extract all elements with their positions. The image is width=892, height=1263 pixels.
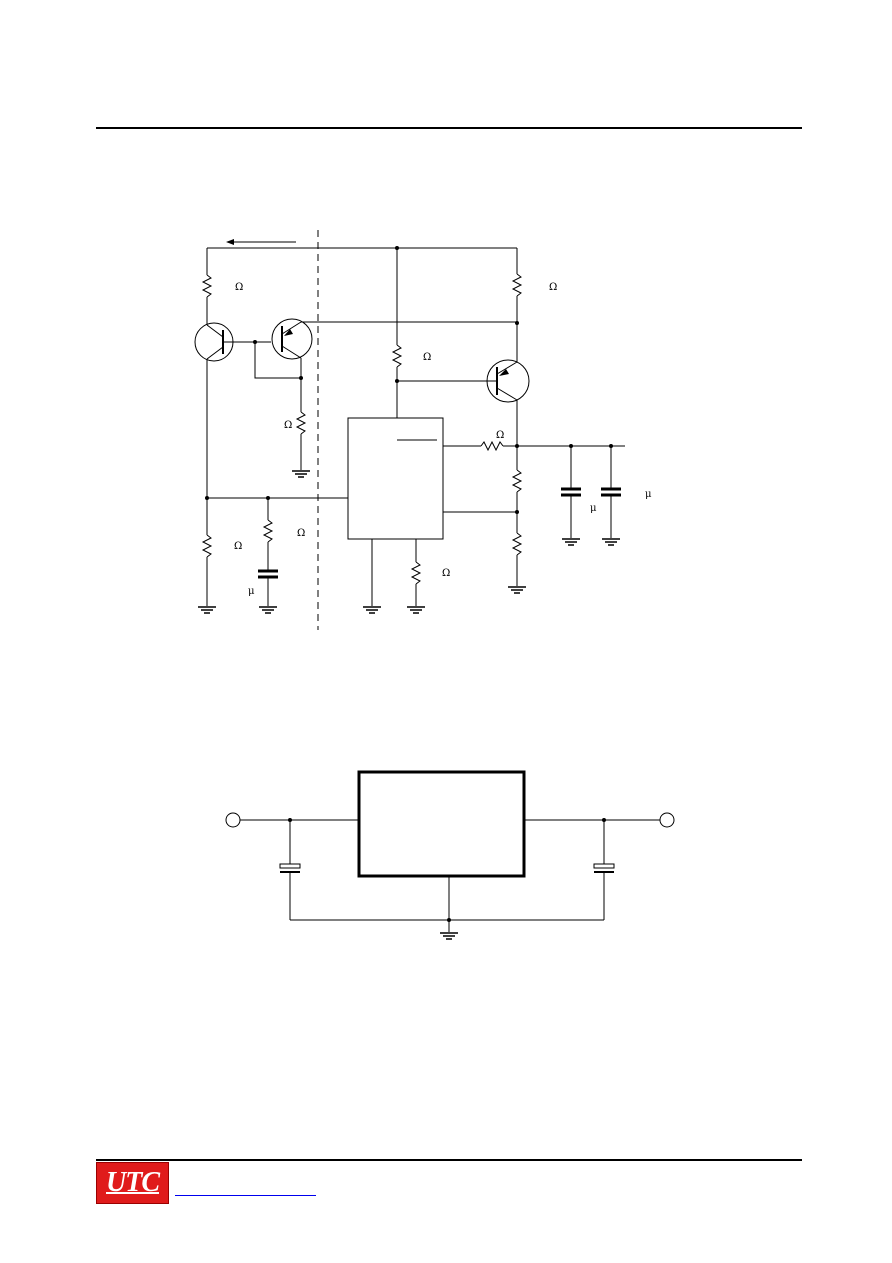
ohm-label: Ω — [284, 420, 292, 431]
ohm-label: Ω — [234, 541, 242, 552]
resistor-series-output — [480, 440, 504, 452]
utc-logo: UTC — [96, 1162, 169, 1204]
ohm-label: Ω — [235, 282, 243, 293]
ohm-label: Ω — [549, 282, 557, 293]
output-capacitor — [593, 863, 615, 869]
ohm-label: Ω — [496, 430, 504, 441]
resistor-ic-bottom — [410, 561, 422, 585]
resistor-r-top-right — [511, 273, 523, 297]
ic-block — [347, 417, 444, 540]
typical-application-diagram — [225, 770, 675, 940]
component-value-labels: Ω Ω Ω Ω Ω Ω Ω Ω μ μ μ — [234, 282, 652, 597]
resistor-q2-emitter — [295, 411, 307, 435]
input-terminal — [225, 812, 241, 828]
website-link[interactable] — [175, 1194, 316, 1196]
mu-label: μ — [645, 489, 652, 500]
resistor-mid — [391, 344, 403, 368]
resistor-left-bottom — [201, 534, 213, 558]
footer-rule — [96, 1159, 802, 1161]
input-capacitor — [279, 863, 301, 869]
test-circuit-diagram — [194, 230, 625, 630]
resistor-rc — [262, 519, 274, 543]
mu-label: μ — [248, 586, 255, 597]
resistor-divider-top — [511, 469, 523, 493]
transistor-q2 — [271, 318, 313, 360]
header-rule — [96, 127, 802, 129]
ohm-label: Ω — [423, 352, 431, 363]
output-terminal — [659, 812, 675, 828]
resistor-r1 — [201, 274, 213, 298]
regulator-block — [357, 770, 526, 878]
ohm-label: Ω — [297, 528, 305, 539]
ohm-label: Ω — [442, 568, 450, 579]
logo-text: UTC — [106, 1167, 160, 1198]
transistor-q3 — [486, 359, 530, 403]
resistor-divider-bottom — [511, 532, 523, 556]
mu-label: μ — [590, 503, 597, 514]
